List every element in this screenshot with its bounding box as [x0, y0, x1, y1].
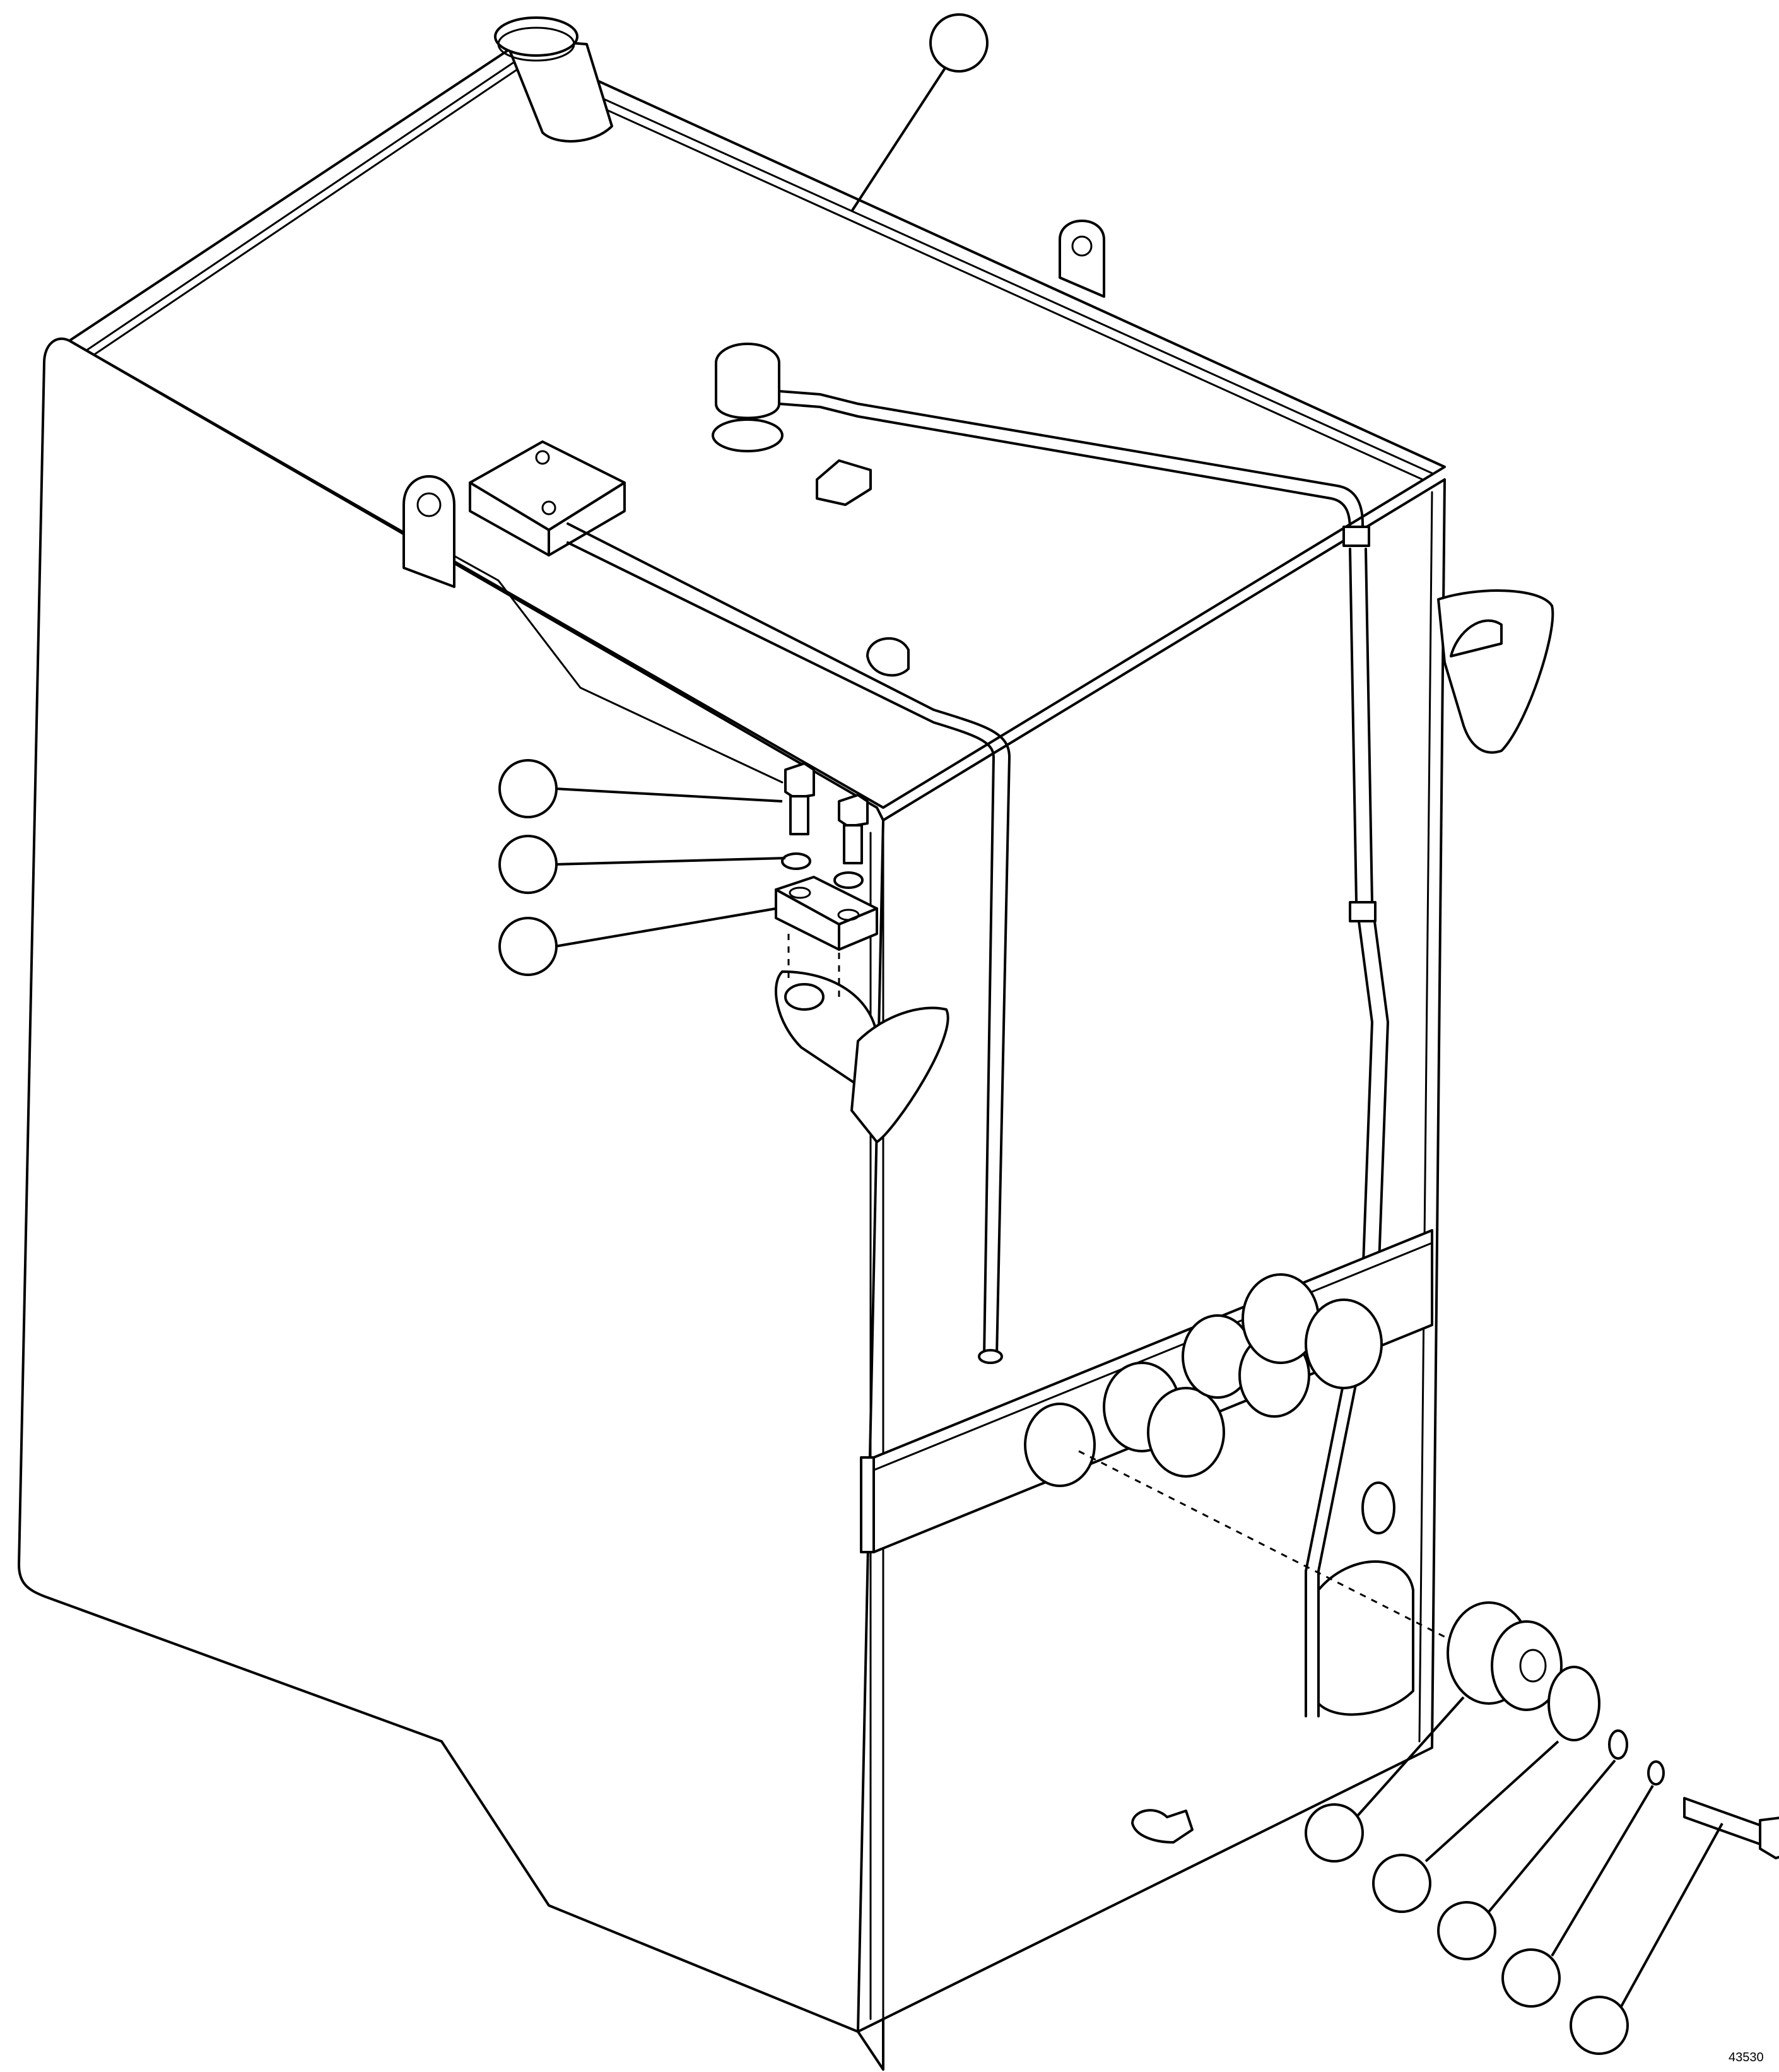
callout-bolt-lower [1570, 1996, 1629, 2055]
drawing-number: 43530 [1729, 2051, 1764, 2064]
leader-lines [555, 65, 1723, 2007]
callout-large-washer [1372, 1854, 1431, 1913]
isolator-1 [1024, 1403, 1096, 1487]
lock-washer [1647, 1760, 1665, 1786]
callout-bolt-upper [498, 759, 558, 818]
callout-washer-upper [498, 835, 558, 894]
large-washer [1547, 1666, 1600, 1741]
callout-clamp-plate [498, 917, 558, 976]
tank-body [18, 16, 1554, 2071]
callouts [498, 13, 1629, 2055]
callout-isolator [1305, 1803, 1364, 1863]
callout-flat-washer [1437, 1901, 1496, 1960]
callout-tank [929, 13, 989, 73]
isolator-4 [1242, 1273, 1383, 1389]
isolator-2 [1103, 1362, 1225, 1478]
lower-hardware [1447, 1601, 1779, 1859]
flat-washer [1608, 1729, 1628, 1760]
upper-hardware [775, 762, 878, 997]
mounting-rail [860, 1229, 1515, 1716]
callout-lock-washer [1501, 1948, 1561, 2008]
